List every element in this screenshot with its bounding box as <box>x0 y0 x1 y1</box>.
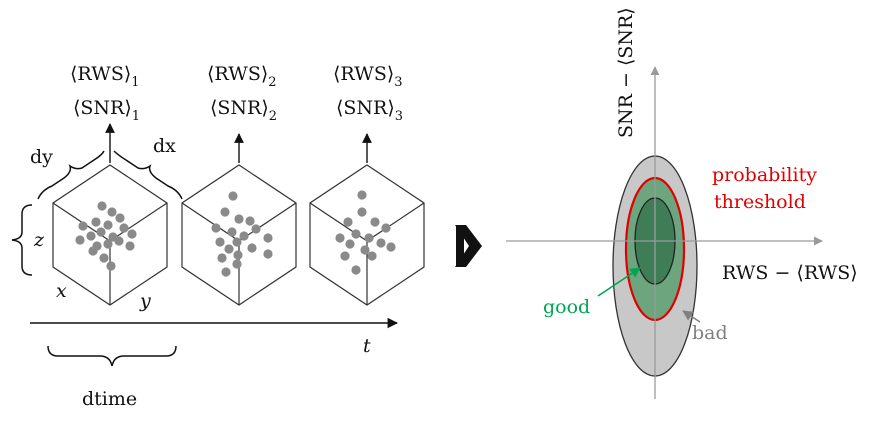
sample-dot <box>233 250 243 260</box>
sample-dot <box>114 236 124 246</box>
sample-dot <box>125 241 135 251</box>
sample-dot <box>103 220 113 230</box>
transition-arrow-body <box>456 226 464 266</box>
sample-dot <box>103 239 113 249</box>
cube-2-edge-b <box>238 202 297 242</box>
sample-dot <box>215 237 225 247</box>
sample-dot <box>127 229 137 239</box>
good-label: good <box>543 296 590 318</box>
sample-dot <box>386 242 396 252</box>
sample-dot <box>234 214 244 224</box>
cube-3-rws-mean: ⟨RWS⟩3 <box>333 63 403 90</box>
probability-plot <box>506 66 823 399</box>
y-label: y <box>139 290 151 312</box>
sample-dot <box>96 227 106 237</box>
sample-dot <box>351 229 361 239</box>
x-label: x <box>56 280 67 302</box>
good-pointer <box>597 267 641 297</box>
sample-dot <box>381 223 391 233</box>
sample-dot <box>351 265 361 275</box>
cube-2 <box>181 164 297 306</box>
sample-dot <box>91 217 101 227</box>
transition-arrow-icon <box>455 225 482 267</box>
sample-dot <box>251 224 261 234</box>
cube-2-dots <box>211 191 273 277</box>
sample-dot <box>88 246 98 256</box>
sample-dot <box>217 253 227 263</box>
time-axis-label: t <box>363 335 371 357</box>
sample-dot <box>107 207 117 217</box>
cube-3-edge-b <box>366 202 425 242</box>
sample-dot <box>364 233 374 243</box>
cube-1-dots <box>75 201 137 271</box>
bad-label: bad <box>692 322 728 344</box>
y-axis-label: SNR − ⟨SNR⟩ <box>615 7 637 138</box>
sample-dot <box>227 227 237 237</box>
cube-3-snr-mean: ⟨SNR⟩3 <box>336 97 403 124</box>
dy-brace <box>37 150 105 200</box>
dtime-label: dtime <box>82 388 137 410</box>
sample-dot <box>239 231 249 241</box>
sample-dot <box>221 267 231 277</box>
sample-dot <box>115 213 125 223</box>
sample-dot <box>360 245 370 255</box>
cube-1-rws-mean: ⟨RWS⟩1 <box>70 63 140 90</box>
sample-dot <box>376 238 386 248</box>
sample-dot <box>335 233 345 243</box>
sample-dot <box>247 243 257 253</box>
sample-dot <box>228 191 238 201</box>
sample-dot <box>367 251 377 261</box>
sample-dot <box>78 221 88 231</box>
x-axis-label: RWS − ⟨RWS⟩ <box>722 262 858 284</box>
cube-3-dots <box>335 190 396 275</box>
sample-dot <box>343 217 353 227</box>
cube-2-rws-mean: ⟨RWS⟩2 <box>207 63 277 90</box>
sample-dot <box>357 207 367 217</box>
dy-label: dy <box>30 146 53 168</box>
sample-dot <box>345 239 355 249</box>
sample-dot <box>86 231 96 241</box>
cube-2-snr-mean: ⟨SNR⟩2 <box>210 97 277 124</box>
sample-dot <box>119 223 129 233</box>
z-brace <box>11 204 33 276</box>
sample-dot <box>99 253 109 263</box>
z-label: z <box>33 229 45 251</box>
dtime-brace <box>47 345 177 367</box>
dx-brace <box>113 150 183 200</box>
sample-dot <box>370 217 380 227</box>
sample-dot <box>263 249 273 259</box>
cube-1-edge-b <box>109 202 168 242</box>
sample-dot <box>75 235 85 245</box>
sample-dot <box>232 237 242 247</box>
cube-3 <box>309 164 425 306</box>
sample-dot <box>211 223 221 233</box>
sample-dot <box>340 251 350 261</box>
sample-dot <box>357 190 367 200</box>
cube-1-snr-mean: ⟨SNR⟩1 <box>73 97 140 124</box>
threshold-label-line2: threshold <box>714 191 806 213</box>
sample-dot <box>224 244 234 254</box>
cube-1 <box>52 164 168 306</box>
threshold-label-line1: probability <box>712 164 817 186</box>
sample-dot <box>106 261 116 271</box>
sample-dot <box>263 233 273 243</box>
sample-dot <box>97 201 107 211</box>
bad-pointer <box>682 310 701 323</box>
sample-dot <box>220 207 230 217</box>
sample-dot <box>232 259 242 269</box>
dx-label: dx <box>153 135 176 157</box>
sample-dot <box>245 216 255 226</box>
